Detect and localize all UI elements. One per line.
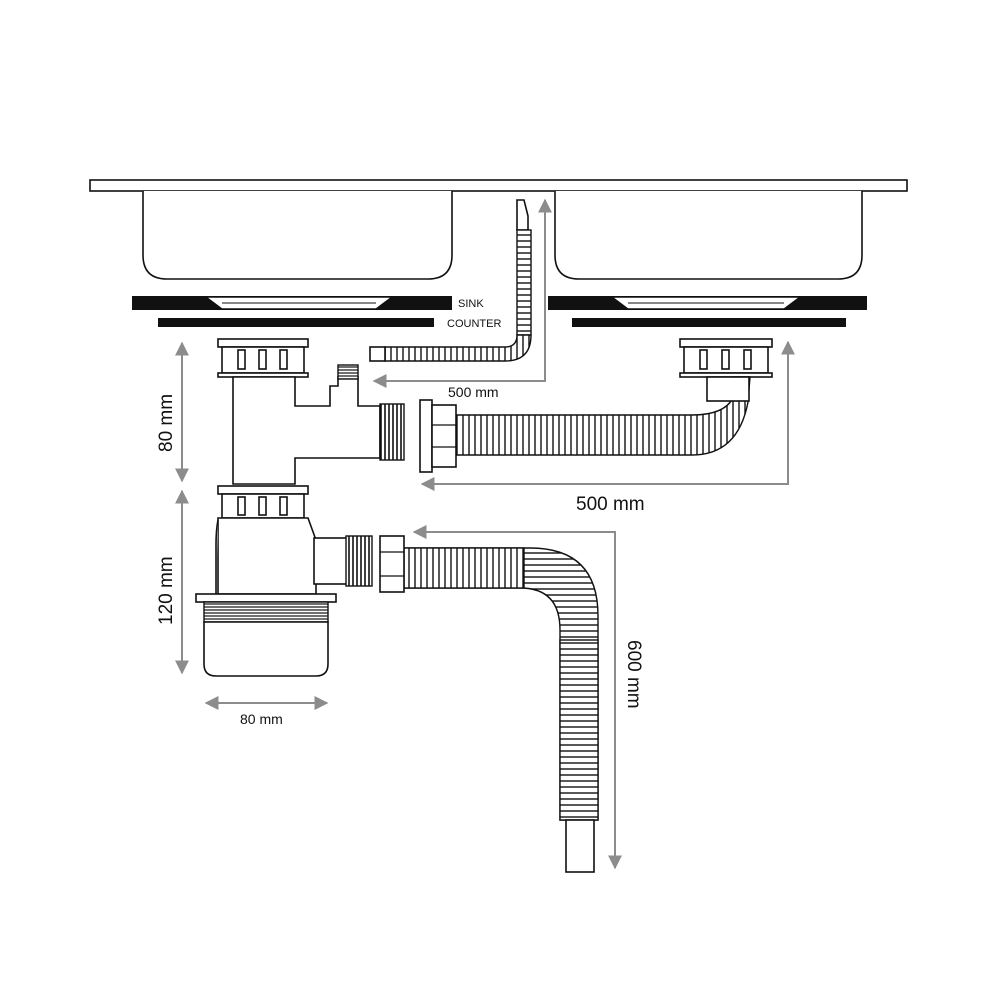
drain-hose (379, 535, 599, 873)
bottle-trap (195, 517, 373, 677)
right-coupling-nut (679, 338, 773, 378)
dim-label-trap-width: 80 mm (240, 711, 283, 727)
dim-label-overflow: 500 mm (448, 384, 499, 400)
dim-branch (420, 340, 795, 491)
dim-label-branch: 500 mm (576, 494, 645, 515)
dim-drain-hose (412, 525, 622, 870)
counter-label: COUNTER (447, 318, 501, 330)
sink-unit (89, 179, 908, 280)
tee-fitting (232, 364, 405, 485)
left-basin (142, 191, 453, 280)
trap-coupling-nut (217, 485, 309, 519)
right-basin (554, 191, 863, 280)
dimension-lines (175, 198, 795, 870)
counter (132, 296, 867, 327)
dim-label-trap-height: 120 mm (156, 556, 177, 625)
counter-left-lower (158, 318, 434, 327)
counter-right-lower (572, 318, 846, 327)
sink-label: SINK (458, 298, 484, 310)
sink-rim (89, 179, 908, 192)
left-coupling-nut (217, 338, 309, 378)
dim-label-upper-height: 80 mm (156, 394, 177, 452)
dim-label-drain-hose: 600 mm (623, 640, 644, 709)
